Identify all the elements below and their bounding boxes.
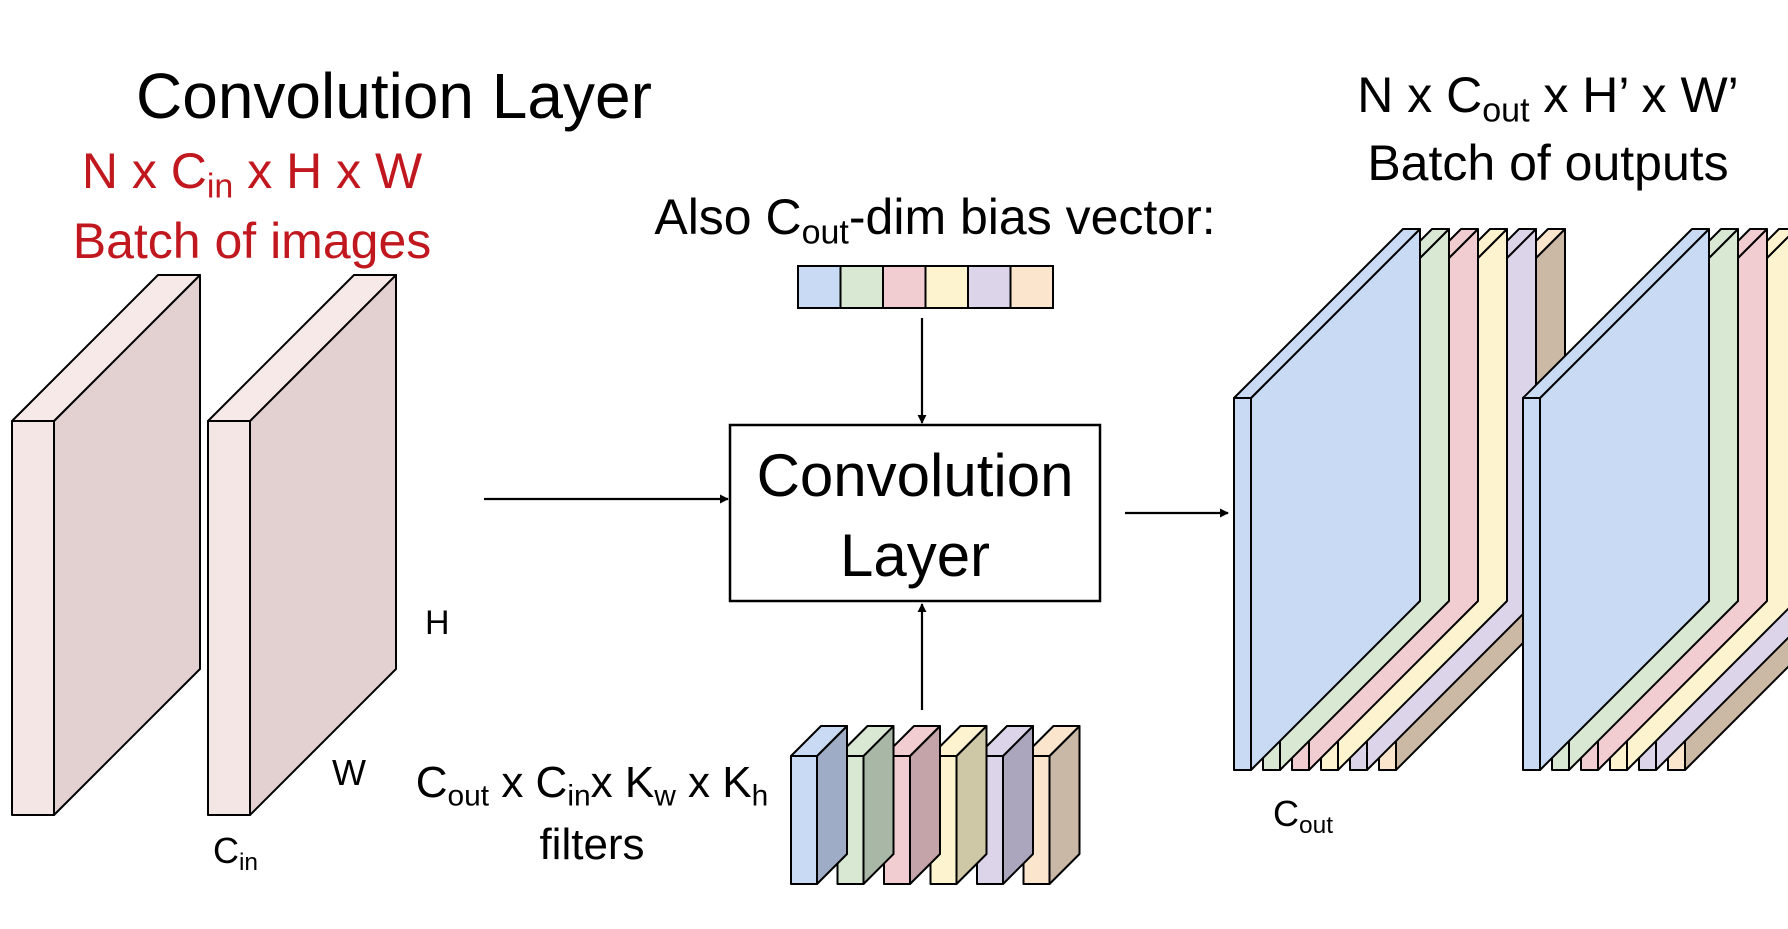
bias-cell-1 [797, 265, 842, 309]
filters-shape-label: Cout x Cinx Kw x Kh [415, 758, 769, 813]
layer-box-title-line2: Layer [839, 522, 991, 589]
filter-stack [790, 725, 1081, 885]
input-shape-label: N x Cin x H x W [81, 143, 423, 206]
width-label: W [332, 752, 366, 793]
output-stack [1233, 228, 1788, 771]
input-image-2-front [207, 420, 251, 816]
bias-cell-2 [839, 265, 884, 309]
convolution-layer-box [728, 423, 1102, 603]
filters-label: filters [539, 820, 645, 869]
filter-1-front [790, 755, 818, 885]
bias-cell-5 [967, 265, 1012, 309]
height-label: H [425, 604, 450, 642]
layer-box-title-line1: Convolution [756, 442, 1074, 509]
output-channel-label: Cout [1273, 793, 1334, 839]
input-batch-label: Batch of images [72, 213, 432, 269]
input-image-1-front [11, 420, 55, 816]
output-batch-1-channel-1-front [1233, 397, 1252, 771]
page-title: Convolution Layer [136, 60, 652, 132]
bias-cell-6 [1009, 265, 1054, 309]
bias-cell-3 [882, 265, 927, 309]
output-shape-label: N x Cout x H’ x W’ [1357, 67, 1739, 130]
output-batch-2-channel-1-front [1522, 397, 1541, 771]
input-image-stack [11, 274, 397, 816]
bias-vector [797, 265, 1054, 309]
output-batch-label: Batch of outputs [1367, 135, 1729, 191]
input-channel-label: Cin [213, 830, 259, 876]
bias-vector-label: Also Cout-dim bias vector: [654, 189, 1216, 252]
bias-cell-4 [924, 265, 969, 309]
